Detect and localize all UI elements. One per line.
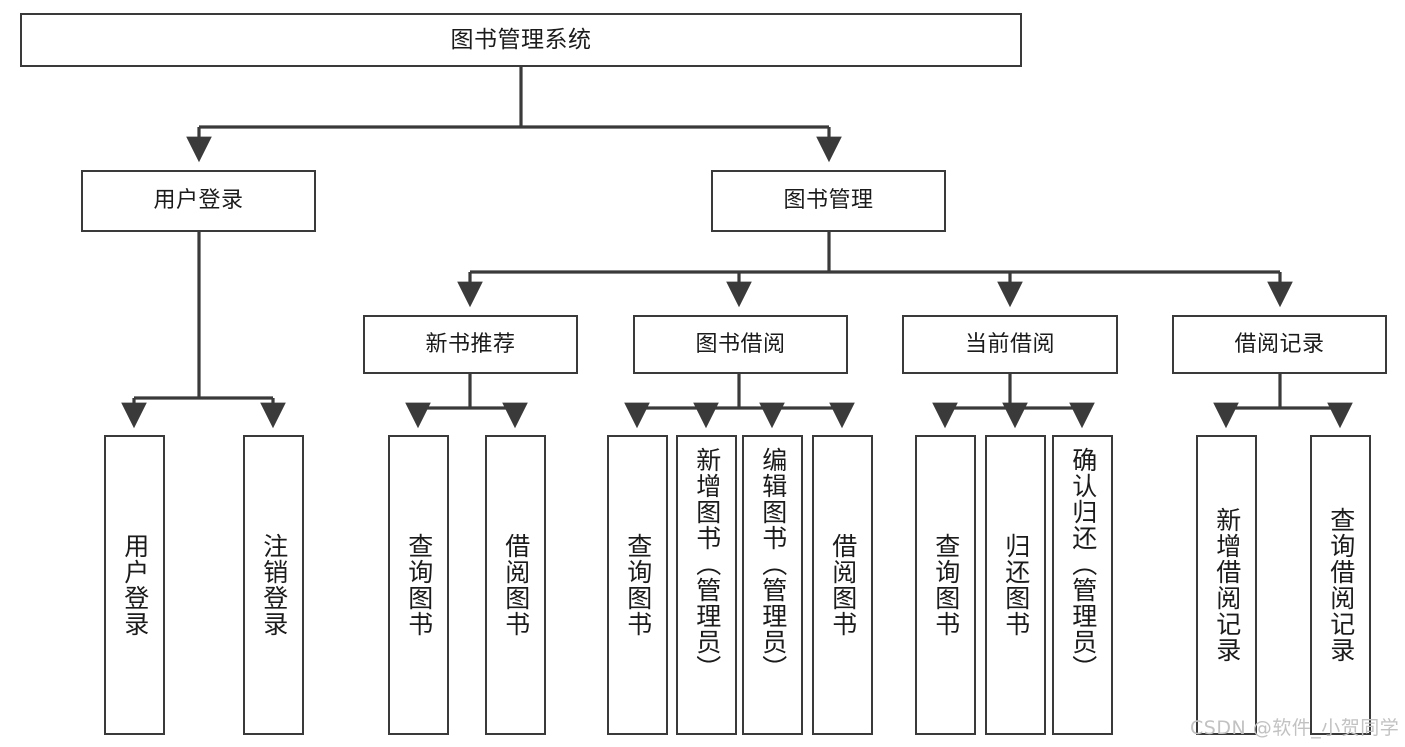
node-label: 新增借阅记录 [1212,507,1242,663]
node-label: 确认归还（管理员） [1068,447,1098,681]
node-label: 注销登录 [259,533,289,637]
leaf-current-confirm-return-admin[interactable]: 确认归还（管理员） [1052,435,1113,735]
leaf-borrow-add-book-admin[interactable]: 新增图书（管理员） [676,435,737,735]
node-current-borrow[interactable]: 当前借阅 [902,315,1118,374]
node-label: 归还图书 [1001,533,1031,637]
node-book-management[interactable]: 图书管理 [711,170,946,232]
node-label: 图书借阅 [695,331,786,357]
node-label: 用户登录 [153,188,244,213]
node-label: 用户登录 [120,533,150,637]
node-borrow-record[interactable]: 借阅记录 [1172,315,1387,374]
node-label: 查询图书 [931,533,961,637]
node-user-login[interactable]: 用户登录 [81,170,316,232]
node-label: 借阅记录 [1234,331,1325,357]
node-label: 查询借阅记录 [1326,507,1356,663]
node-label: 借阅图书 [501,533,531,637]
leaf-user-login-logout[interactable]: 注销登录 [243,435,304,735]
leaf-borrow-query-book[interactable]: 查询图书 [607,435,668,735]
leaf-current-return-book[interactable]: 归还图书 [985,435,1046,735]
node-root-system[interactable]: 图书管理系统 [20,13,1022,67]
leaf-borrow-edit-book-admin[interactable]: 编辑图书（管理员） [742,435,803,735]
leaf-user-login-login[interactable]: 用户登录 [104,435,165,735]
node-label: 新增图书（管理员） [692,447,722,681]
node-label: 图书管理系统 [450,26,592,53]
node-label: 新书推荐 [425,331,516,357]
node-label: 查询图书 [623,533,653,637]
node-label: 借阅图书 [828,533,858,637]
watermark-text: CSDN @软件_小贺同学 [1190,717,1400,739]
leaf-recommend-borrow-book[interactable]: 借阅图书 [485,435,546,735]
leaf-current-query-book[interactable]: 查询图书 [915,435,976,735]
leaf-borrow-borrow-book[interactable]: 借阅图书 [812,435,873,735]
node-label: 当前借阅 [964,331,1055,357]
node-label: 编辑图书（管理员） [758,447,788,681]
node-new-book-recommend[interactable]: 新书推荐 [363,315,578,374]
leaf-recommend-query-book[interactable]: 查询图书 [388,435,449,735]
node-label: 查询图书 [404,533,434,637]
leaf-record-query-record[interactable]: 查询借阅记录 [1310,435,1371,735]
leaf-record-add-record[interactable]: 新增借阅记录 [1196,435,1257,735]
node-book-borrow[interactable]: 图书借阅 [633,315,848,374]
node-label: 图书管理 [783,188,874,213]
